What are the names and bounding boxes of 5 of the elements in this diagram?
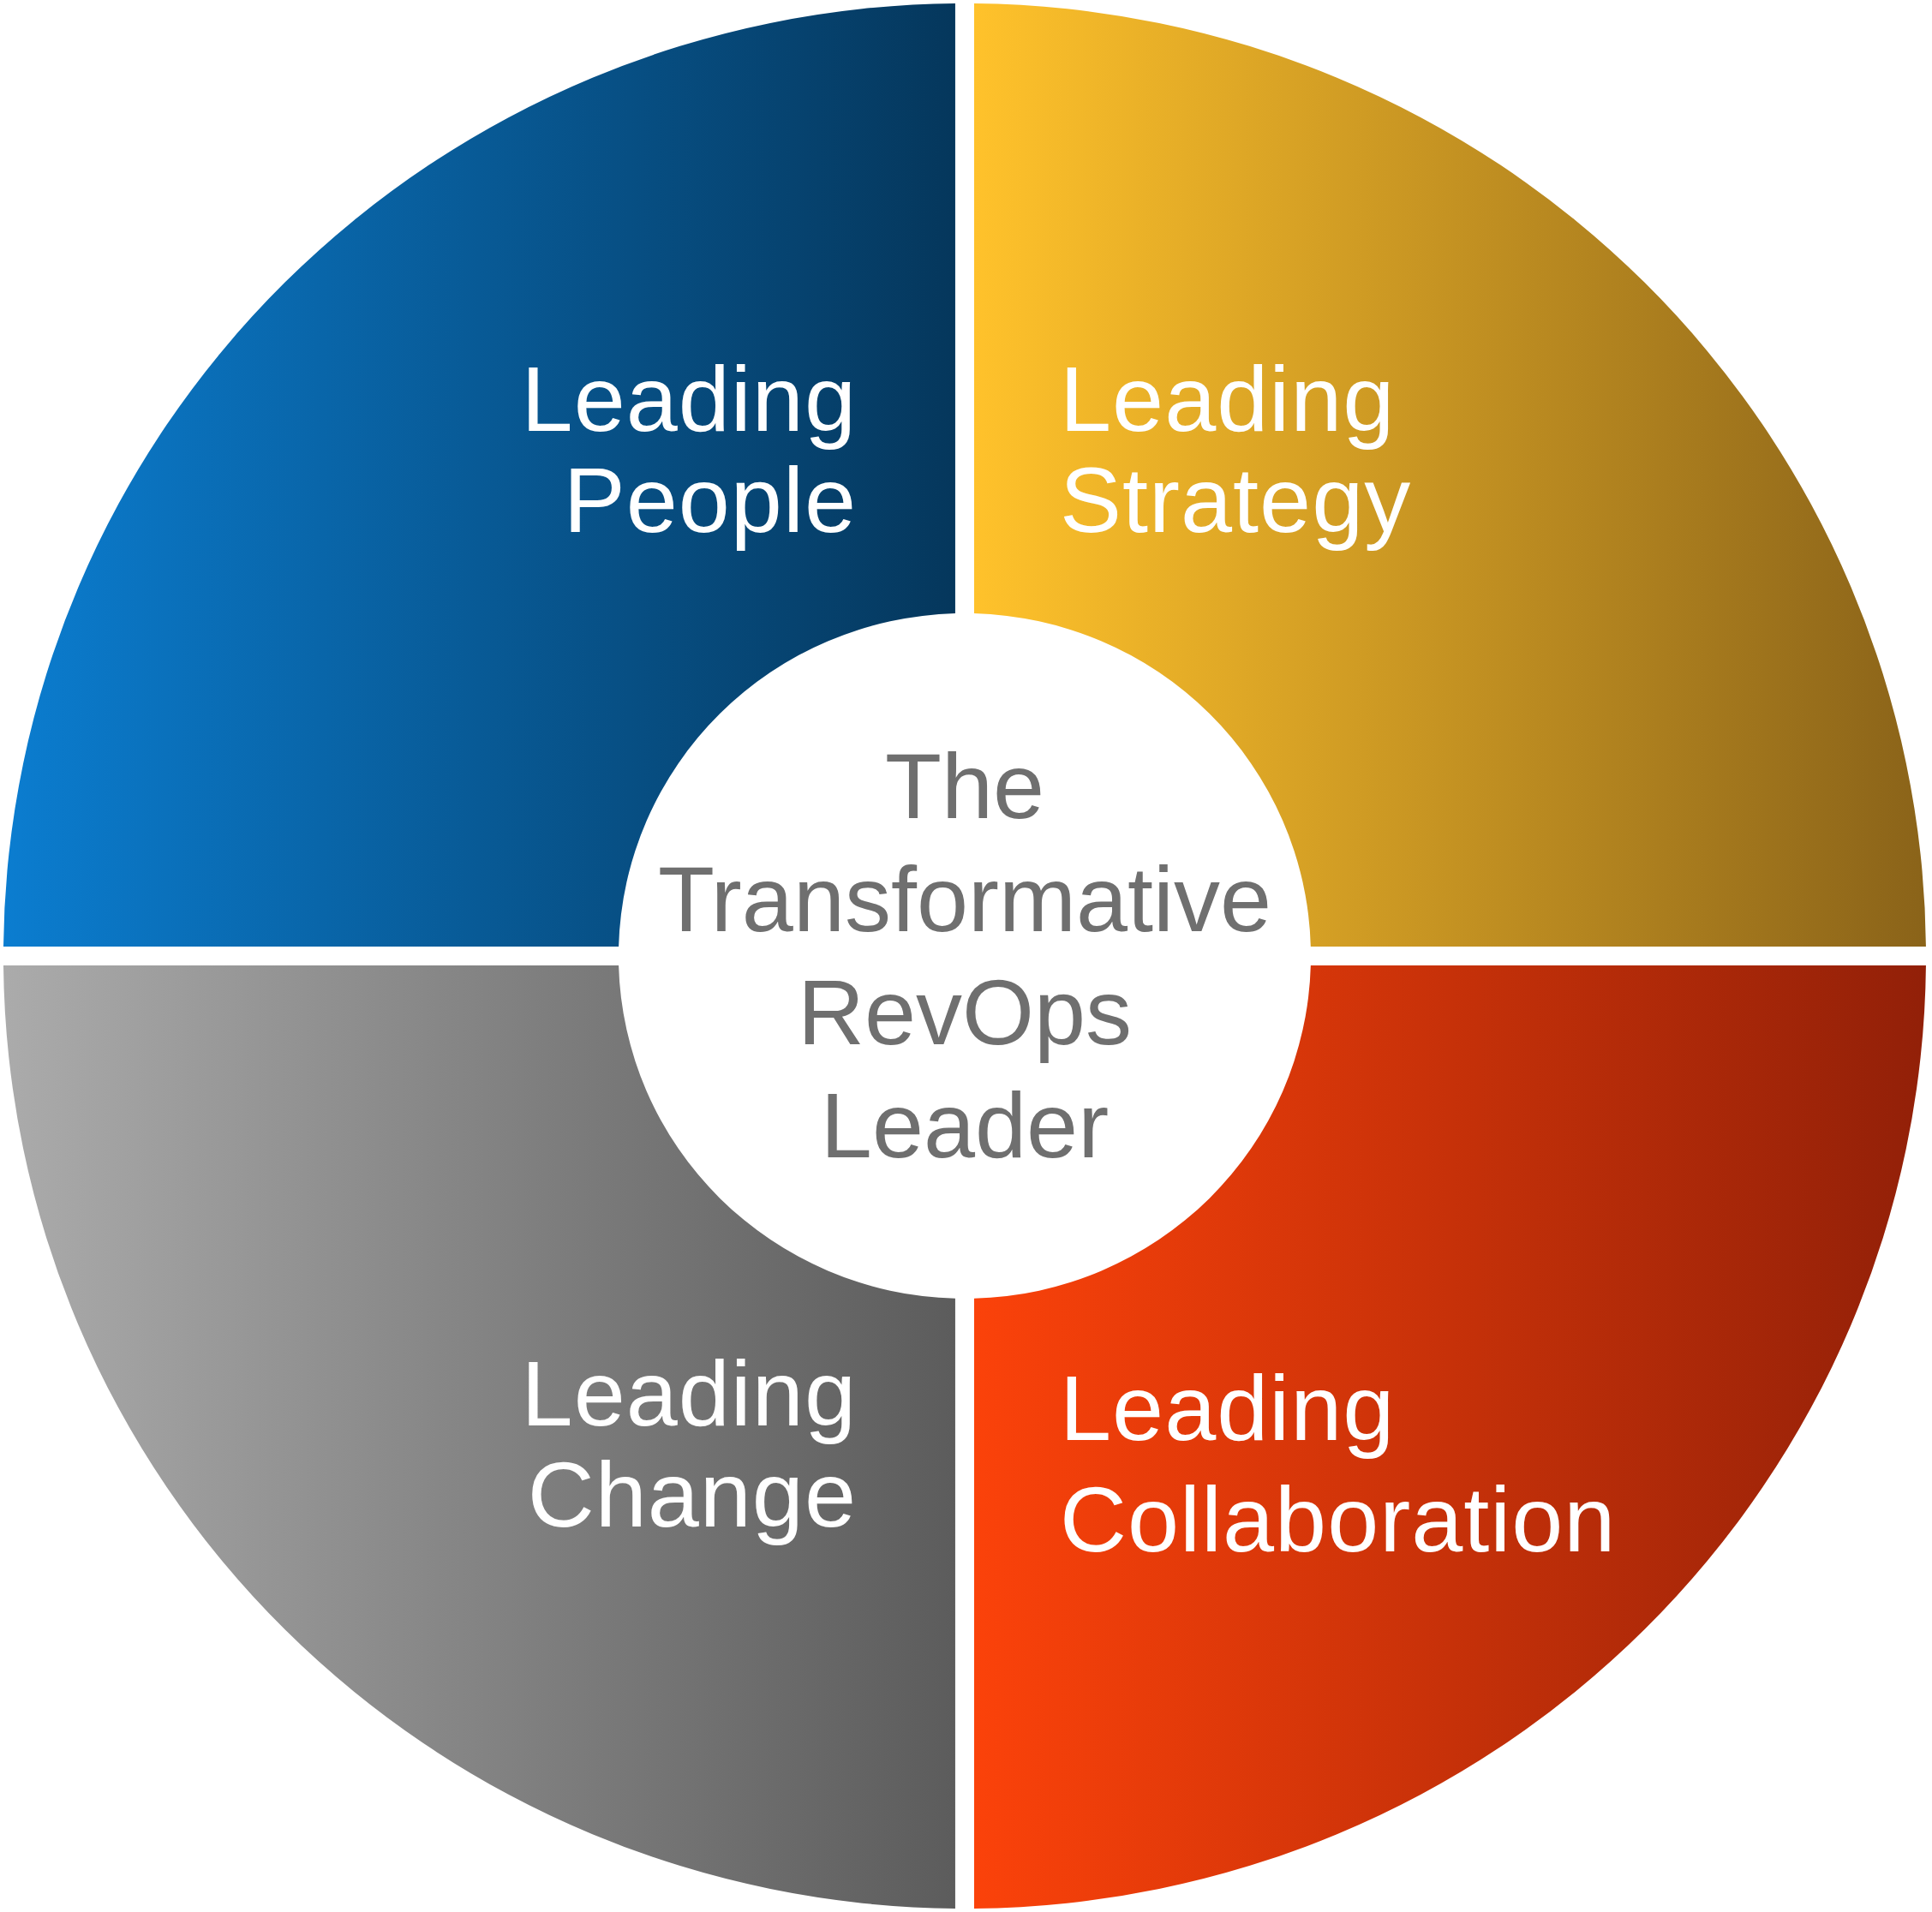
segment-label: Leading Collaboration (1060, 1355, 1608, 1573)
segment-label: Leading Strategy (1060, 349, 1413, 551)
center-title: The Transformative RevOps Leader (656, 733, 1273, 1179)
segment-label: Leading People (520, 349, 857, 551)
segment-label: Leading Change (520, 1343, 857, 1545)
